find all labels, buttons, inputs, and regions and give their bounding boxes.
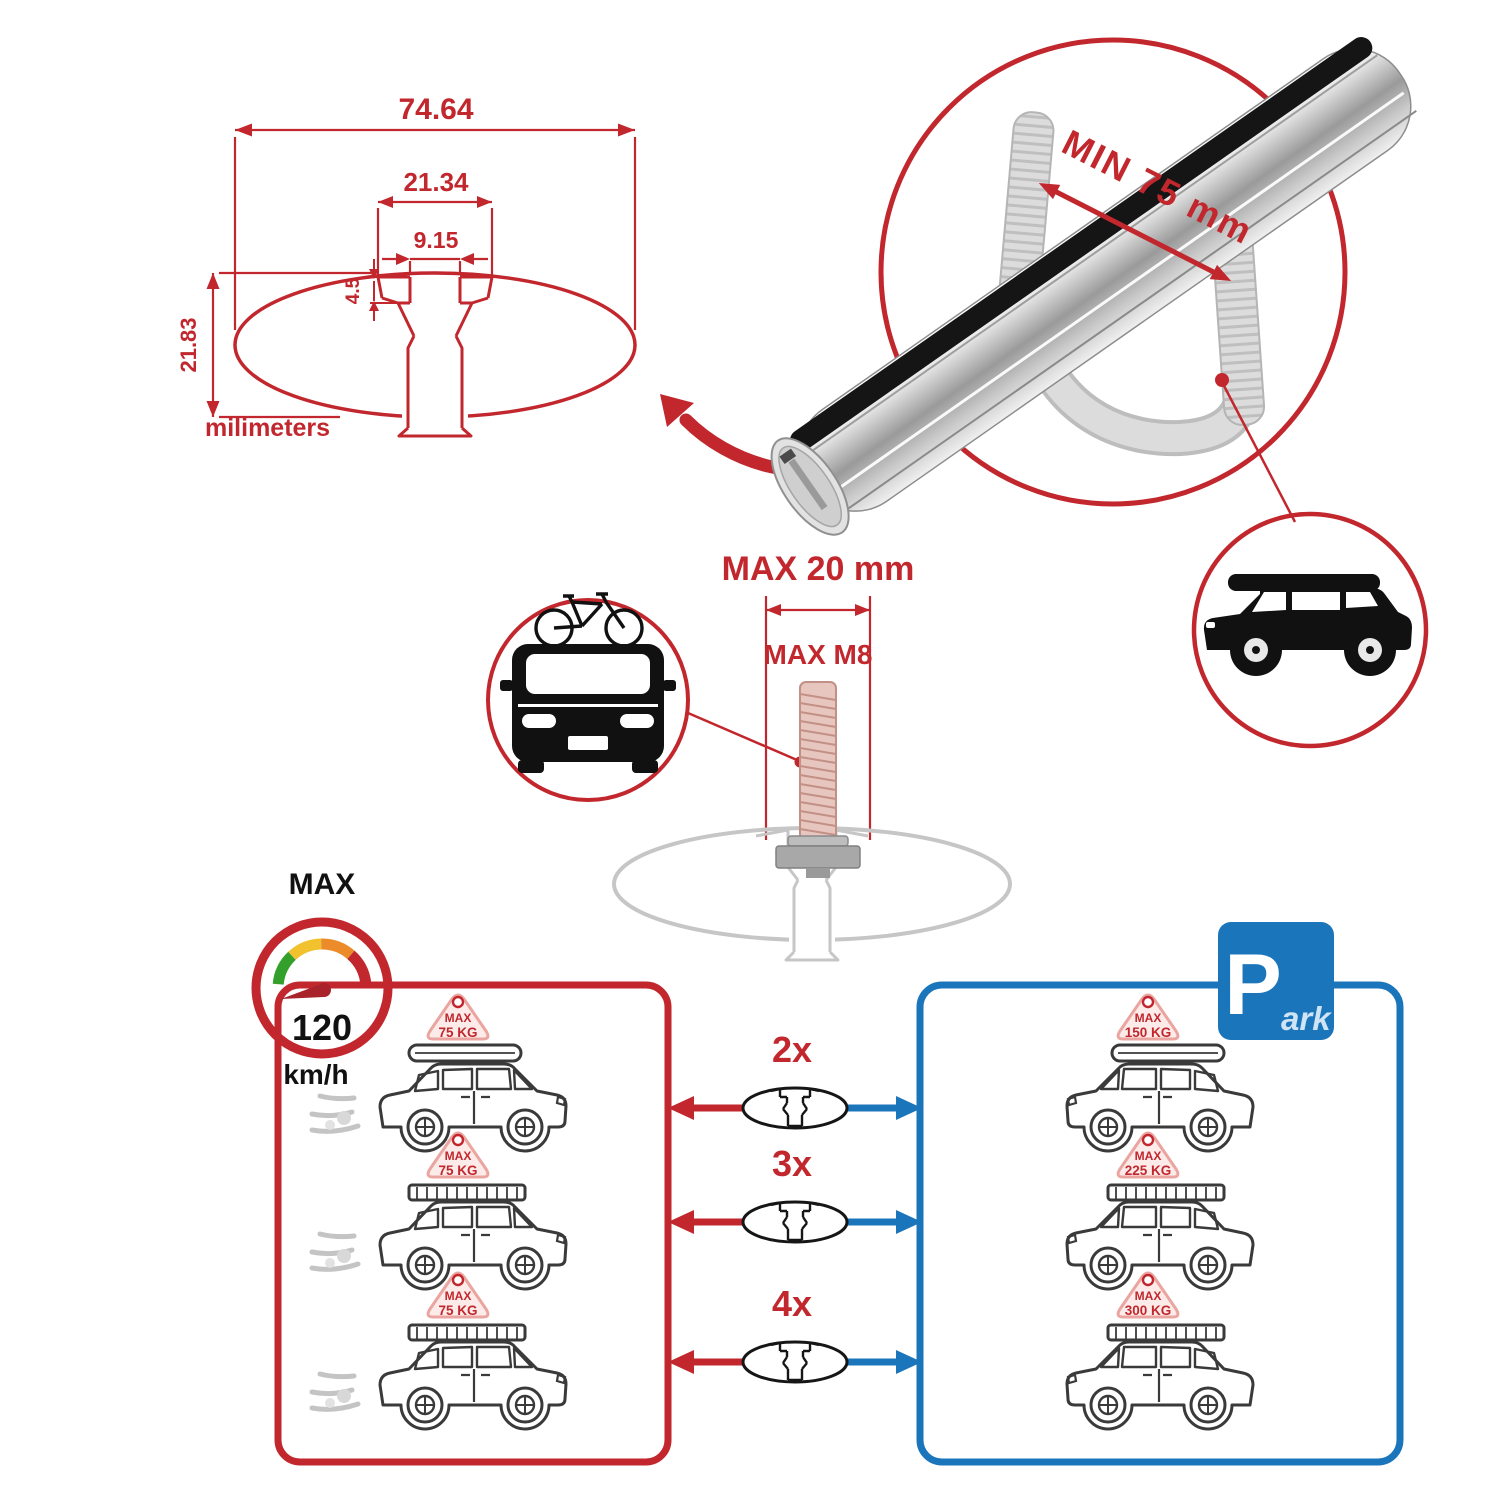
driving-zone-panel — [274, 981, 672, 1466]
badge-weight-label: 300 KG — [1125, 1303, 1172, 1318]
blue-arrow-icon — [896, 1210, 922, 1234]
speed-lines-icon — [312, 1374, 358, 1409]
max-length-label: MAX 20 mm — [722, 550, 915, 588]
dim-total-width: 74.64 — [398, 93, 473, 126]
count-label: 2x — [772, 1029, 812, 1070]
park-sign: P ark — [1218, 922, 1334, 1040]
speed-lines-icon — [312, 1096, 358, 1131]
max-thread-label: MAX M8 — [764, 639, 873, 670]
bolt-icon — [775, 681, 861, 878]
load-badge: MAX 75 KG — [426, 1271, 490, 1319]
gauge-value: 120 — [292, 1007, 352, 1048]
load-badge: MAX 75 KG — [426, 1131, 490, 1179]
red-arrow-icon — [668, 1096, 694, 1120]
roofbox-car-circle — [1191, 511, 1429, 749]
badge-max-label: MAX — [1135, 1289, 1162, 1303]
parked-car-row-1: MAX 150 KG — [1065, 993, 1255, 1153]
car-with-roofbox-icon — [1203, 574, 1412, 676]
bar-count-row-2: 3x — [668, 1143, 922, 1244]
badge-weight-label: 75 KG — [438, 1303, 477, 1318]
driving-car-row-1: MAX 75 KG — [312, 993, 568, 1153]
units-label: milimeters — [205, 414, 330, 442]
dim-slot-width: 9.15 — [414, 227, 459, 253]
speed-limit-gauge: MAX 120 km/h — [251, 868, 393, 1090]
callout-dot — [1215, 373, 1229, 387]
bar-cross-section-icon — [741, 1200, 849, 1244]
badge-weight-label: 75 KG — [438, 1163, 477, 1178]
parked-car-row-3: MAX 300 KG — [1065, 1271, 1255, 1431]
load-badge: MAX 300 KG — [1116, 1271, 1180, 1319]
parked-car-row-2: MAX 225 KG — [1065, 1131, 1255, 1291]
bar-count-row-3: 4x — [668, 1283, 922, 1384]
badge-max-label: MAX — [445, 1011, 472, 1025]
t-slot-profile — [376, 275, 494, 438]
dim-flange-width: 21.34 — [403, 167, 469, 197]
blue-arrow-icon — [896, 1096, 922, 1120]
driving-car-row-2: MAX 75 KG — [312, 1131, 568, 1291]
bar-count-row-1: 2x — [668, 1029, 922, 1130]
load-badge: MAX 75 KG — [426, 993, 490, 1041]
gauge-title: MAX — [289, 868, 356, 901]
bicycle-icon — [534, 592, 644, 648]
crossbar-render — [770, 37, 1417, 536]
blue-arrow-icon — [896, 1350, 922, 1374]
red-arrow-icon — [668, 1350, 694, 1374]
count-label: 3x — [772, 1143, 812, 1184]
dim-height: 21.83 — [176, 317, 201, 372]
load-badge: MAX 150 KG — [1116, 993, 1180, 1041]
badge-max-label: MAX — [445, 1289, 472, 1303]
park-letter: P — [1224, 937, 1281, 1033]
bolt-diagram: MAX 20 mm MAX M8 — [612, 550, 1012, 964]
badge-weight-label: 150 KG — [1125, 1025, 1172, 1040]
badge-max-label: MAX — [1135, 1149, 1162, 1163]
gauge-needle — [281, 983, 324, 999]
dim-slot-depth: 4.5 — [343, 277, 364, 304]
speed-lines-icon — [312, 1234, 358, 1269]
bar-cross-section-icon — [741, 1086, 849, 1130]
park-suffix: ark — [1281, 1000, 1332, 1037]
driving-car-row-3: MAX 75 KG — [312, 1271, 568, 1431]
gauge-units: km/h — [283, 1059, 348, 1090]
badge-weight-label: 225 KG — [1125, 1163, 1172, 1178]
badge-max-label: MAX — [445, 1149, 472, 1163]
load-badge: MAX 225 KG — [1116, 1131, 1180, 1179]
bike-car-circle — [486, 592, 806, 802]
car-front-icon — [500, 644, 676, 773]
badge-max-label: MAX — [1135, 1011, 1162, 1025]
red-arrow-icon — [668, 1210, 694, 1234]
bar-detail-circle: MIN 75 mm — [770, 37, 1417, 536]
bar-cross-section-icon — [741, 1340, 849, 1384]
count-label: 4x — [772, 1283, 812, 1324]
badge-weight-label: 75 KG — [438, 1025, 477, 1040]
cross-section-diagram: 74.64 21.34 9.15 4.5 21.83 milimeters — [176, 93, 637, 442]
